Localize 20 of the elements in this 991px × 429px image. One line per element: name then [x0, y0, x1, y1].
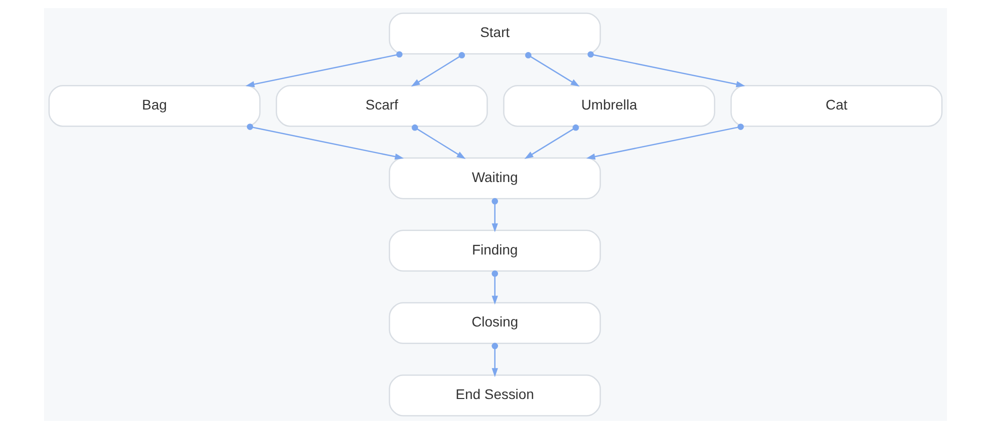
arrow — [246, 51, 403, 88]
node-box: Closing — [388, 302, 601, 344]
arrow — [492, 198, 498, 232]
arrow — [492, 342, 498, 378]
arrow — [586, 124, 744, 160]
arrow — [525, 52, 580, 87]
node-box: Umbrella — [503, 84, 716, 127]
node-box: Finding — [388, 230, 601, 272]
arrow — [412, 124, 466, 159]
node-box: Start — [388, 12, 601, 54]
arrow — [411, 52, 465, 87]
node-box: Scarf — [276, 84, 488, 127]
node-box: End Session — [388, 374, 601, 416]
arrow — [492, 270, 498, 305]
arrow — [524, 124, 579, 159]
arrow — [246, 124, 404, 160]
node-box: Cat — [730, 84, 943, 127]
arrow — [588, 51, 746, 88]
node-box: Waiting — [388, 157, 601, 200]
node-box: Bag — [48, 84, 261, 127]
